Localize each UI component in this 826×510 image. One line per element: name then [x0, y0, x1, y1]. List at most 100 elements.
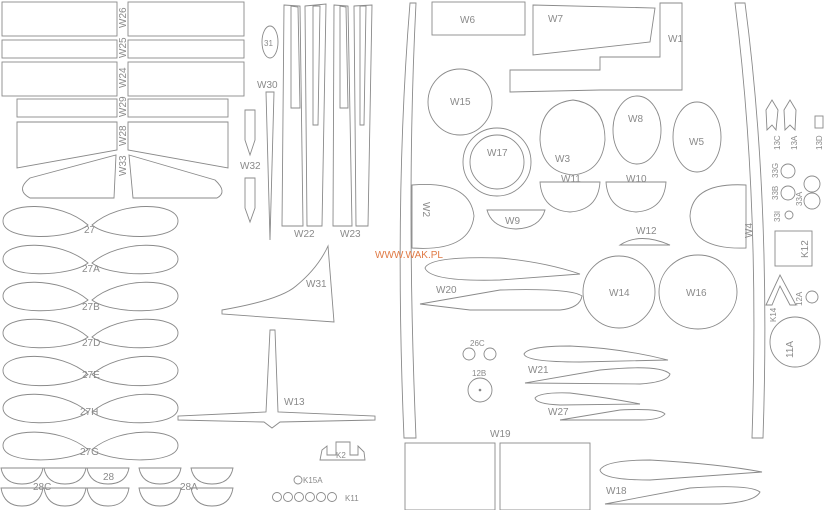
label-28c: 28C — [33, 482, 51, 493]
label-w8: W8 — [628, 114, 643, 125]
label-w14: W14 — [609, 288, 630, 299]
label-28: 28 — [103, 472, 115, 483]
label-w29: W29 — [118, 96, 129, 117]
generated-parts — [0, 206, 234, 507]
label-w7: W7 — [548, 14, 563, 25]
label-w10: W10 — [626, 174, 647, 185]
part-27-left — [2, 355, 89, 387]
part-28-halfmoon — [190, 467, 234, 485]
label-w16: W16 — [686, 288, 707, 299]
part-w19-a — [404, 442, 496, 510]
part-w24 — [1, 61, 245, 97]
label-k11: K11 — [345, 494, 359, 503]
part-w15 — [427, 68, 493, 136]
label-w17: W17 — [487, 148, 508, 159]
label-33g: 33G — [771, 163, 780, 178]
label-31: 31 — [264, 39, 273, 48]
part-w27-a — [534, 392, 641, 406]
part-w11 — [539, 181, 601, 213]
part-33i — [784, 210, 794, 220]
part-k11-disc — [283, 492, 293, 502]
part-k11-disc — [327, 492, 337, 502]
label-w33: W33 — [118, 155, 129, 176]
part-k11 — [272, 492, 337, 502]
part-w1 — [509, 2, 683, 93]
part-w14 — [582, 255, 656, 329]
part-33b — [780, 185, 796, 201]
label-w24: W24 — [118, 67, 129, 88]
part-26c-b — [483, 347, 497, 361]
label-27: 27 — [84, 225, 96, 236]
part-w3 — [539, 99, 606, 176]
label-w15: W15 — [450, 97, 471, 108]
part-w30 — [265, 91, 275, 241]
part-33a-b — [803, 192, 821, 210]
part-w4 — [689, 184, 747, 249]
label-33i: 33I — [773, 211, 782, 222]
part-w25 — [1, 39, 245, 59]
part-27-right — [91, 355, 179, 387]
part-w32-a — [244, 109, 256, 157]
label-w19: W19 — [490, 429, 511, 440]
part-w16 — [658, 254, 738, 330]
part-k12 — [774, 230, 813, 267]
part-27-left — [2, 206, 89, 237]
part-k14 — [765, 273, 797, 306]
part-13a — [783, 99, 797, 132]
part-12a — [805, 290, 819, 304]
part-k11-disc — [294, 492, 304, 502]
part-27-left — [2, 431, 89, 461]
label-w11: W11 — [561, 174, 581, 185]
part-33a — [803, 175, 821, 193]
part-w17-inner — [469, 134, 525, 190]
label-w3: W3 — [555, 154, 570, 165]
label-w22: W22 — [294, 229, 315, 240]
part-w8 — [612, 95, 662, 165]
part-wing-spar-left — [399, 2, 417, 439]
part-w12 — [618, 238, 671, 246]
part-28-halfmoon — [43, 467, 87, 485]
label-12b: 12B — [472, 369, 486, 378]
label-27g: 27G — [80, 447, 99, 458]
part-k11-disc — [305, 492, 315, 502]
part-28-halfmoon — [43, 487, 87, 507]
label-11a: 11A — [785, 341, 796, 358]
part-k15a — [293, 475, 303, 485]
part-w29 — [16, 98, 229, 118]
part-w10 — [605, 181, 667, 213]
part-w23 — [332, 4, 373, 227]
label-27d: 27D — [82, 338, 100, 349]
label-w31: W31 — [306, 279, 327, 290]
part-wing-spar-right — [734, 2, 766, 439]
part-w20-b — [419, 289, 583, 311]
part-26c-a — [462, 347, 476, 361]
label-w23: W23 — [340, 229, 361, 240]
part-w9 — [486, 209, 546, 230]
part-w28 — [16, 121, 229, 169]
part-31 — [261, 25, 279, 59]
label-w4: W4 — [744, 223, 755, 238]
label-28a: 28A — [180, 482, 198, 493]
label-k12: K12 — [800, 240, 811, 258]
label-w5: W5 — [689, 137, 704, 148]
label-12a: 12A — [795, 291, 804, 306]
label-w12: W12 — [636, 226, 657, 237]
part-28-halfmoon — [86, 467, 130, 485]
part-w27-b — [559, 409, 666, 421]
label-w28: W28 — [118, 125, 129, 146]
label-33b: 33B — [771, 186, 780, 200]
part-27-left — [2, 244, 89, 275]
part-w13 — [177, 329, 376, 429]
label-13d: 13D — [815, 135, 824, 150]
label-w25: W25 — [118, 37, 129, 58]
part-28-halfmoon — [138, 487, 182, 507]
part-12b-center — [478, 388, 482, 392]
part-w21-a — [523, 345, 669, 363]
label-27h: 27H — [80, 407, 98, 418]
label-w18: W18 — [606, 486, 627, 497]
label-k2: K2 — [336, 451, 346, 460]
part-28-halfmoon — [0, 487, 44, 507]
part-w2 — [411, 183, 475, 249]
label-w13: W13 — [284, 397, 305, 408]
